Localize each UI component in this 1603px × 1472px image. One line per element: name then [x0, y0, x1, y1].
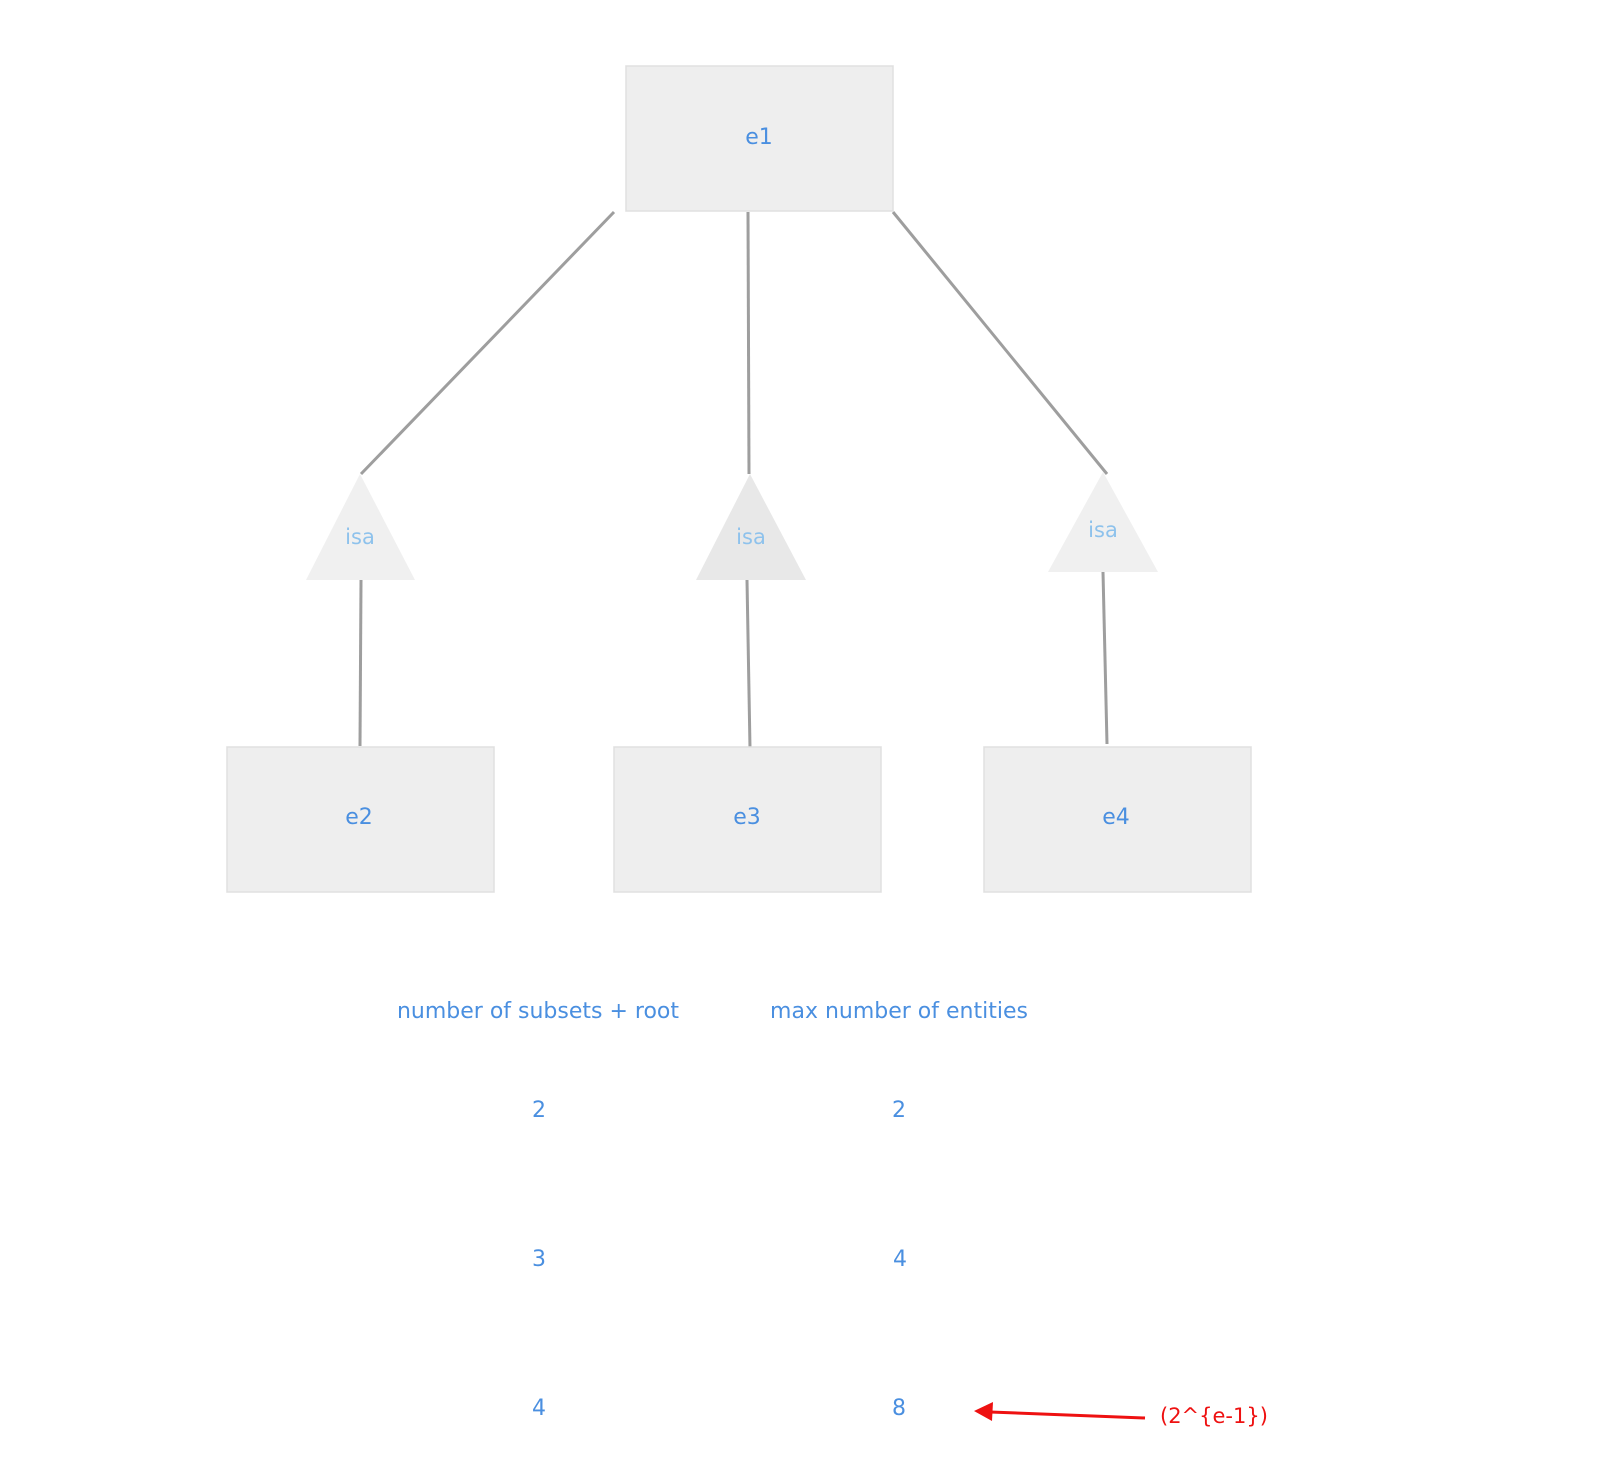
table-cell-max-entities: 8: [892, 1396, 906, 1421]
table-cell-subsets: 4: [532, 1396, 546, 1421]
table-cell-subsets: 3: [532, 1247, 546, 1272]
annotation-arrow-shaft: [989, 1410, 1146, 1420]
link-isa-middle-e3: [745, 579, 752, 749]
table-cell-subsets: 2: [532, 1098, 546, 1123]
isa-middle[interactable]: isa: [696, 474, 806, 580]
annotation-arrow-head-icon: [974, 1402, 993, 1421]
entity-e4[interactable]: e4: [983, 746, 1252, 893]
formula-annotation: (2^{e-1}): [974, 1402, 1268, 1428]
entity-box: [613, 746, 882, 893]
entity-label: e2: [345, 805, 373, 830]
entity-box: [226, 746, 495, 893]
isa-triangle: [1048, 472, 1158, 572]
entity-e2[interactable]: e2: [226, 746, 495, 893]
table-header-subsets: number of subsets + root: [397, 999, 679, 1024]
isa-label: isa: [345, 525, 375, 549]
annotation-formula: (2^{e-1}): [1160, 1404, 1268, 1428]
link-e1-isa-right: [891, 211, 1109, 475]
subset-table: number of subsets + root max number of e…: [397, 999, 1028, 1421]
table-cell-max-entities: 4: [893, 1247, 907, 1272]
entity-label: e1: [745, 125, 773, 150]
link-isa-right-e4: [1101, 571, 1109, 745]
entity-label: e4: [1102, 805, 1130, 830]
entity-e3[interactable]: e3: [613, 746, 882, 893]
link-e1-isa-middle: [746, 211, 751, 475]
link-e1-isa-left: [359, 210, 616, 476]
isa-label: isa: [736, 525, 766, 549]
link-isa-left-e2: [358, 579, 363, 747]
entity-label: e3: [733, 805, 761, 830]
table-header-max-entities: max number of entities: [770, 999, 1028, 1024]
entity-box: [625, 65, 894, 212]
isa-left[interactable]: isa: [306, 474, 415, 580]
entity-e1[interactable]: e1: [625, 65, 894, 212]
entity-box: [983, 746, 1252, 893]
isa-right[interactable]: isa: [1048, 472, 1158, 572]
table-cell-max-entities: 2: [892, 1098, 906, 1123]
isa-triangle: [696, 474, 806, 580]
isa-label: isa: [1088, 518, 1118, 542]
isa-triangle: [306, 474, 415, 580]
